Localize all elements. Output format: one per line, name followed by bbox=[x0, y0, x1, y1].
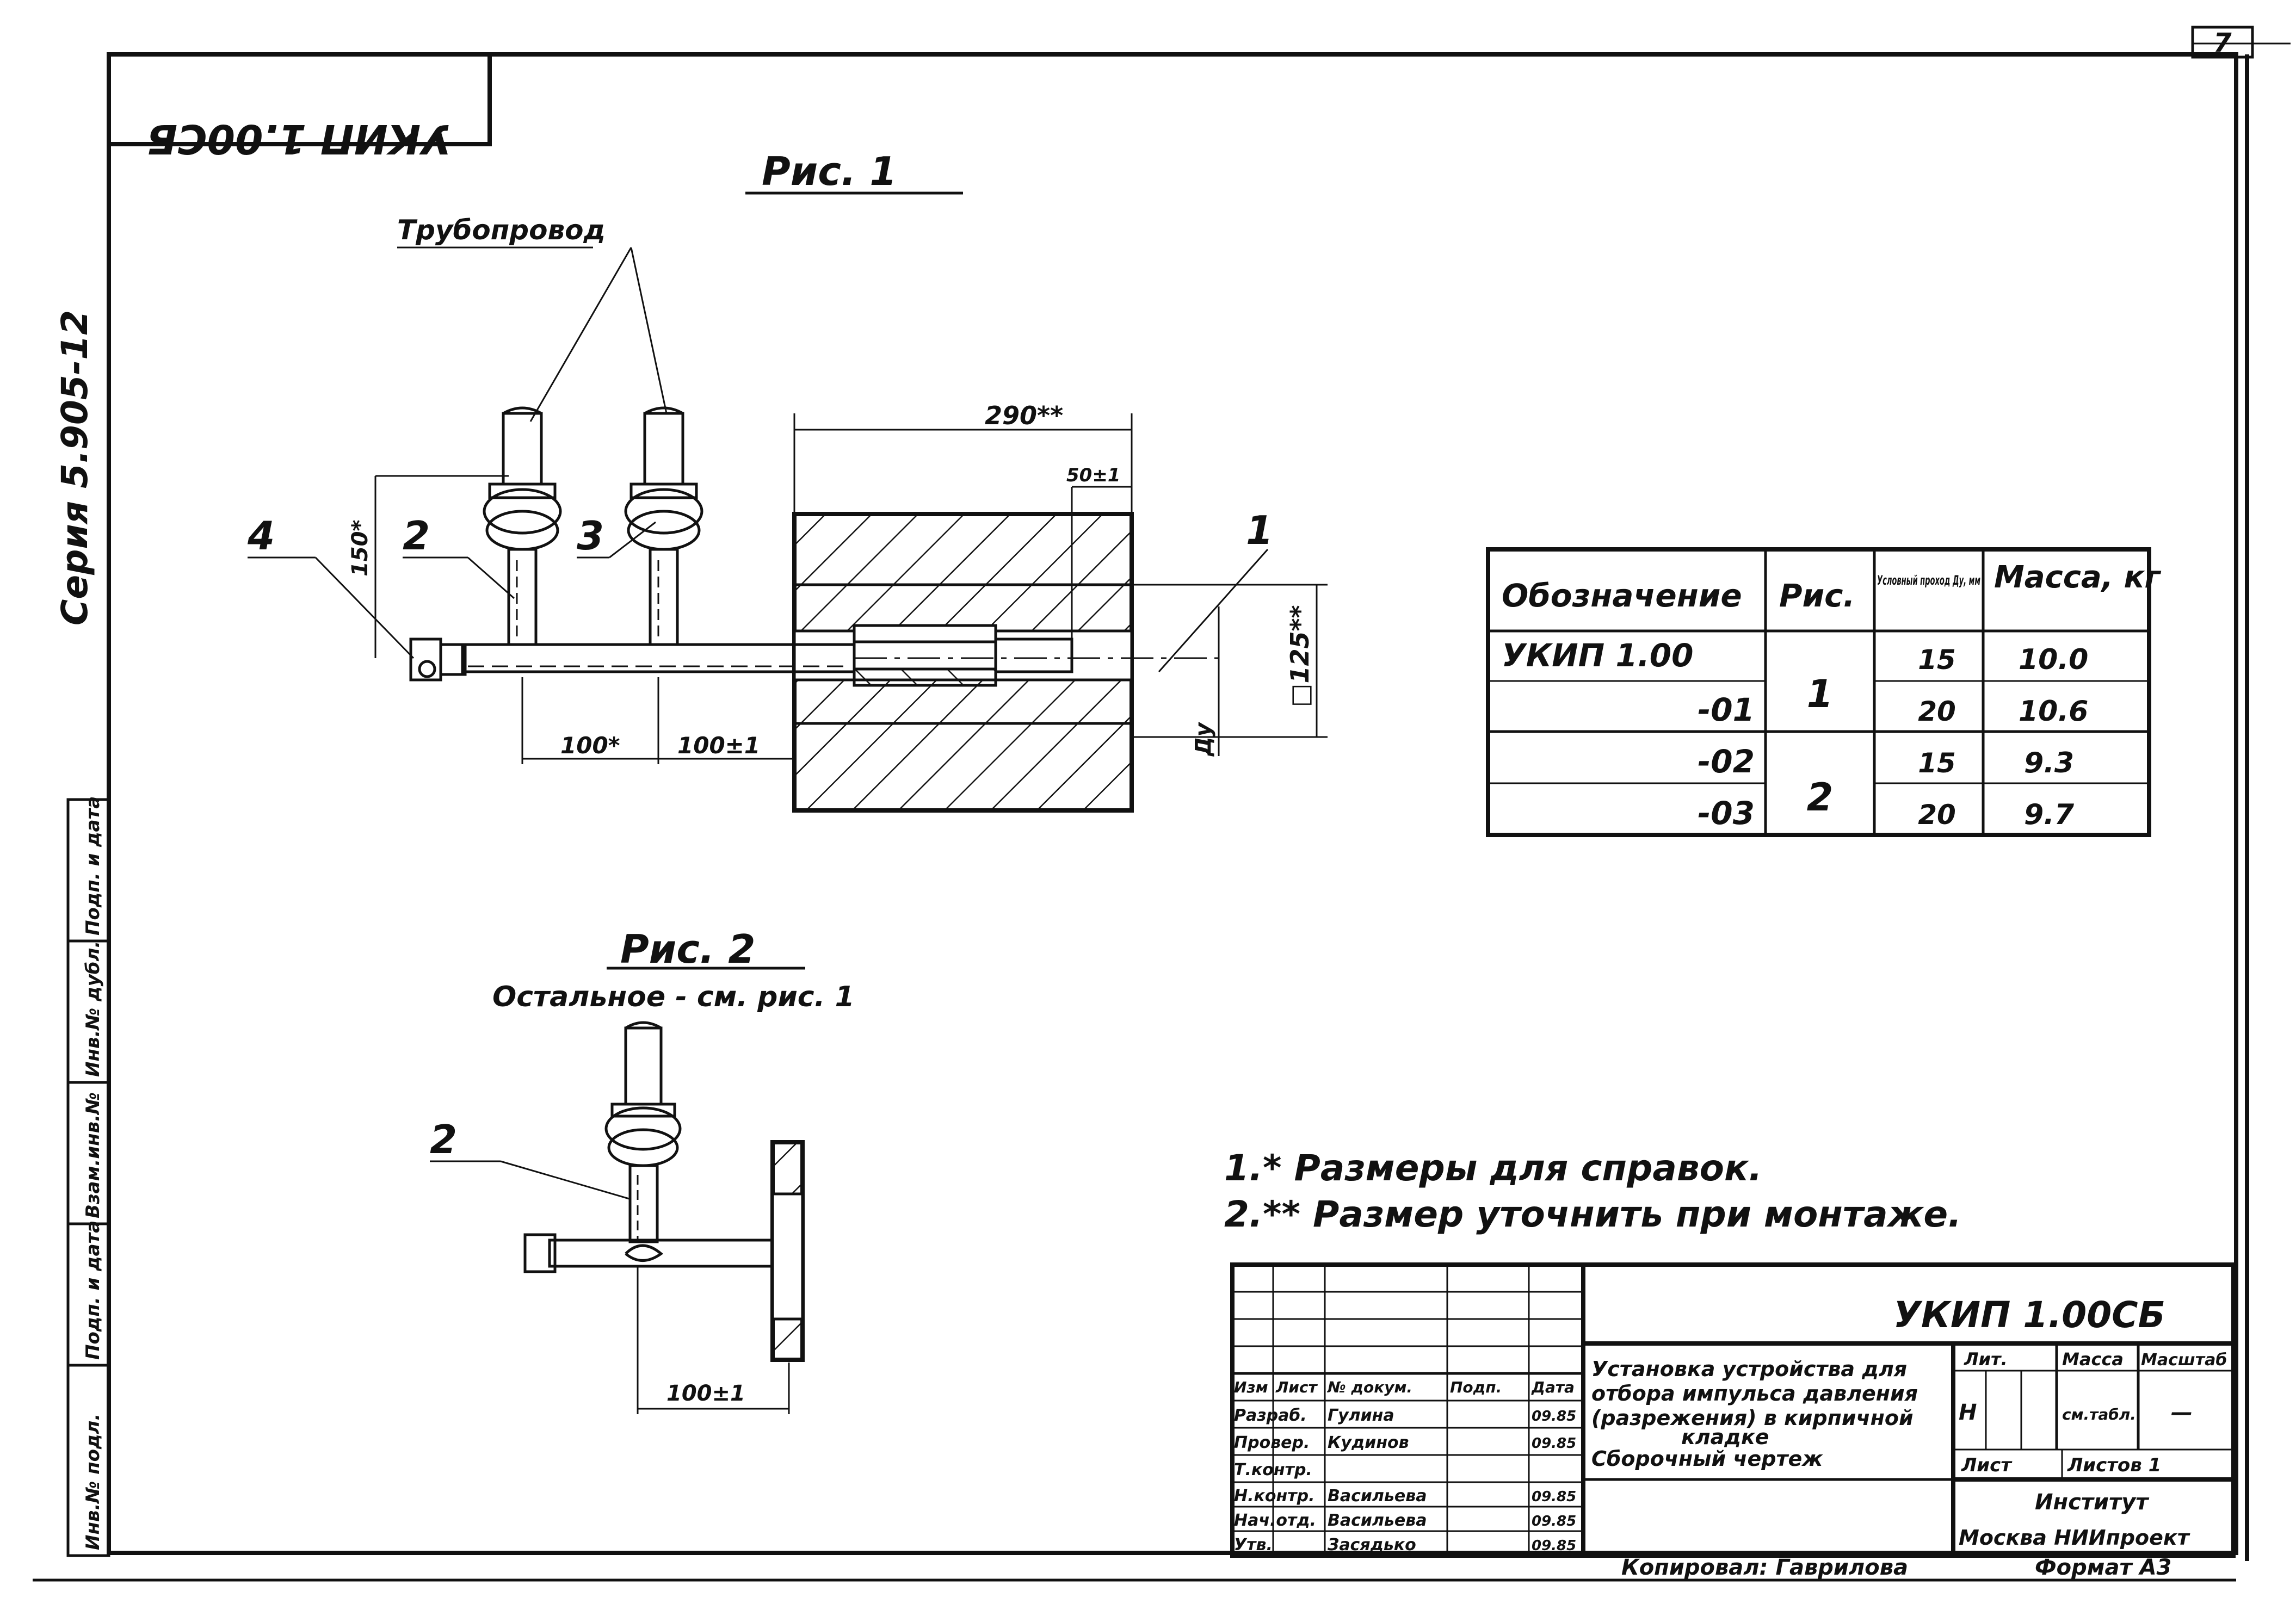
strip-cell-2: Подп. и дата bbox=[82, 1221, 104, 1360]
dim-290: 290** bbox=[985, 401, 1063, 430]
role-2: Провер. bbox=[1234, 1433, 1310, 1452]
dim-150: 150* bbox=[348, 520, 373, 577]
left-strip: Инв.№ подл. Подп. и дата Взам.инв.№ Инв.… bbox=[66, 796, 110, 1557]
callout-1: 1 bbox=[1246, 507, 1273, 553]
hdr-list: Лист bbox=[1275, 1378, 1318, 1396]
scale-value: — bbox=[2171, 1400, 2193, 1425]
mass-value: см.табл. bbox=[2062, 1405, 2136, 1423]
callout-2: 2 bbox=[403, 513, 430, 559]
copied-by: Копировал: Гаврилова bbox=[1621, 1555, 1908, 1580]
lit-value: Н bbox=[1959, 1400, 1977, 1425]
row4-mass: 9.7 bbox=[2024, 798, 2075, 831]
callout-4: 4 bbox=[247, 513, 275, 559]
role-5: Нач.отд. bbox=[1234, 1511, 1316, 1530]
sheet-number: 7 bbox=[2213, 28, 2232, 58]
format-label: Формат А3 bbox=[2035, 1555, 2171, 1580]
scale-header: Масштаб bbox=[2141, 1351, 2227, 1370]
title-line-1: Установка устройства для bbox=[1591, 1357, 1907, 1381]
org-line-1: Институт bbox=[2035, 1490, 2150, 1515]
role-1: Разраб. bbox=[1234, 1406, 1307, 1425]
strip-cell-1: Инв.№ подл. bbox=[82, 1414, 104, 1550]
row3-du: 15 bbox=[1918, 747, 1956, 779]
role-6: Утв. bbox=[1234, 1535, 1273, 1555]
mirrored-code: УКИП 1.00СБ bbox=[147, 115, 452, 162]
fig2-dim-100: 100±1 bbox=[666, 1381, 745, 1406]
row3-designation: -02 bbox=[1698, 743, 1755, 780]
row2-mass: 10.6 bbox=[2019, 695, 2088, 728]
date-1: 09.85 bbox=[1532, 1408, 1576, 1425]
name-5: Васильева bbox=[1328, 1511, 1427, 1530]
date-2: 09.85 bbox=[1532, 1435, 1576, 1452]
dim-square: □125** bbox=[1285, 605, 1314, 707]
dim-dy: Ду bbox=[1191, 721, 1216, 757]
fig2-title: Рис. 2 bbox=[620, 926, 755, 972]
name-6: Засядько bbox=[1327, 1535, 1416, 1555]
org-line-2: Москва НИИпроект bbox=[1959, 1526, 2190, 1550]
title-line-4: кладке bbox=[1681, 1425, 1769, 1449]
hdr-izm: Изм bbox=[1234, 1378, 1268, 1396]
top-code-box: УКИП 1.00СБ bbox=[107, 52, 492, 162]
figure-2: Рис. 2 Остальное - см. рис. 1 2 100±1 bbox=[430, 926, 855, 1414]
fig1-title: Рис. 1 bbox=[762, 148, 897, 194]
title-code: УКИП 1.00СБ bbox=[1893, 1294, 2165, 1336]
col-du: Условный проход Ду, мм bbox=[1877, 573, 1980, 588]
col-fig: Рис. bbox=[1779, 577, 1855, 614]
title-line-5: Сборочный чертеж bbox=[1591, 1447, 1823, 1471]
role-4: Н.контр. bbox=[1234, 1487, 1314, 1506]
fig2-callout: 2 bbox=[430, 1117, 457, 1162]
series-label: Серия 5.905-12 bbox=[54, 310, 96, 626]
title-line-2: отбора импульса давления bbox=[1591, 1382, 1918, 1405]
row3-mass: 9.3 bbox=[2024, 747, 2074, 779]
name-4: Васильева bbox=[1328, 1487, 1427, 1506]
date-4: 09.85 bbox=[1532, 1489, 1576, 1505]
hdr-doc: № докум. bbox=[1326, 1378, 1412, 1396]
hdr-sign: Подп. bbox=[1450, 1378, 1502, 1396]
spec-table: Обозначение Рис. Условный проход Ду, мм … bbox=[1486, 547, 2161, 837]
pipeline-label: Трубопровод bbox=[397, 214, 606, 246]
dim-100-left: 100* bbox=[560, 732, 620, 759]
sheets-label: Листов 1 bbox=[2067, 1454, 2161, 1476]
role-3: Т.контр. bbox=[1234, 1460, 1312, 1479]
sheet-label: Лист bbox=[1961, 1454, 2013, 1476]
title-block: Изм Лист № докум. Подп. Дата Разраб. Гул… bbox=[1230, 1262, 2236, 1558]
name-2: Кудинов bbox=[1328, 1433, 1409, 1452]
row4-du: 20 bbox=[1918, 799, 1956, 831]
col-mass: Масса, кг bbox=[1994, 560, 2161, 595]
dim-100-right: 100±1 bbox=[677, 732, 760, 759]
notes: 1.* Размеры для справок. 2.** Размер уто… bbox=[1224, 1147, 1961, 1235]
callout-3: 3 bbox=[577, 513, 604, 559]
name-1: Гулина bbox=[1328, 1406, 1394, 1425]
fig2-subtitle: Остальное - см. рис. 1 bbox=[492, 981, 855, 1013]
lit-header: Лит. bbox=[1964, 1349, 2008, 1370]
note-2: 2.** Размер уточнить при монтаже. bbox=[1224, 1193, 1961, 1235]
note-1: 1.* Размеры для справок. bbox=[1224, 1147, 1762, 1189]
strip-cell-5: Подп. и дата bbox=[82, 796, 104, 936]
hdr-date: Дата bbox=[1531, 1378, 1575, 1396]
strip-cell-4: Инв.№ дубл. bbox=[82, 941, 104, 1077]
row1-designation: УКИП 1.00 bbox=[1502, 637, 1694, 674]
col-designation: Обозначение bbox=[1502, 577, 1742, 614]
row1-mass: 10.0 bbox=[2019, 643, 2088, 676]
title-line-3: (разрежения) в кирпичной bbox=[1591, 1406, 1914, 1430]
dim-50: 50±1 bbox=[1066, 465, 1120, 486]
row2-designation: -01 bbox=[1698, 691, 1755, 728]
figure-1: Рис. 1 Трубопровод bbox=[247, 148, 1328, 813]
date-5: 09.85 bbox=[1532, 1513, 1576, 1530]
row2-du: 20 bbox=[1918, 696, 1956, 727]
row4-designation: -03 bbox=[1698, 795, 1755, 832]
date-6: 09.85 bbox=[1532, 1538, 1576, 1554]
mass-header: Масса bbox=[2062, 1349, 2124, 1370]
fig-merge-2: 2 bbox=[1807, 775, 1834, 820]
fig-merge-1: 1 bbox=[1807, 672, 1834, 716]
strip-cell-3: Взам.инв.№ bbox=[82, 1092, 104, 1218]
row1-du: 15 bbox=[1918, 644, 1956, 676]
